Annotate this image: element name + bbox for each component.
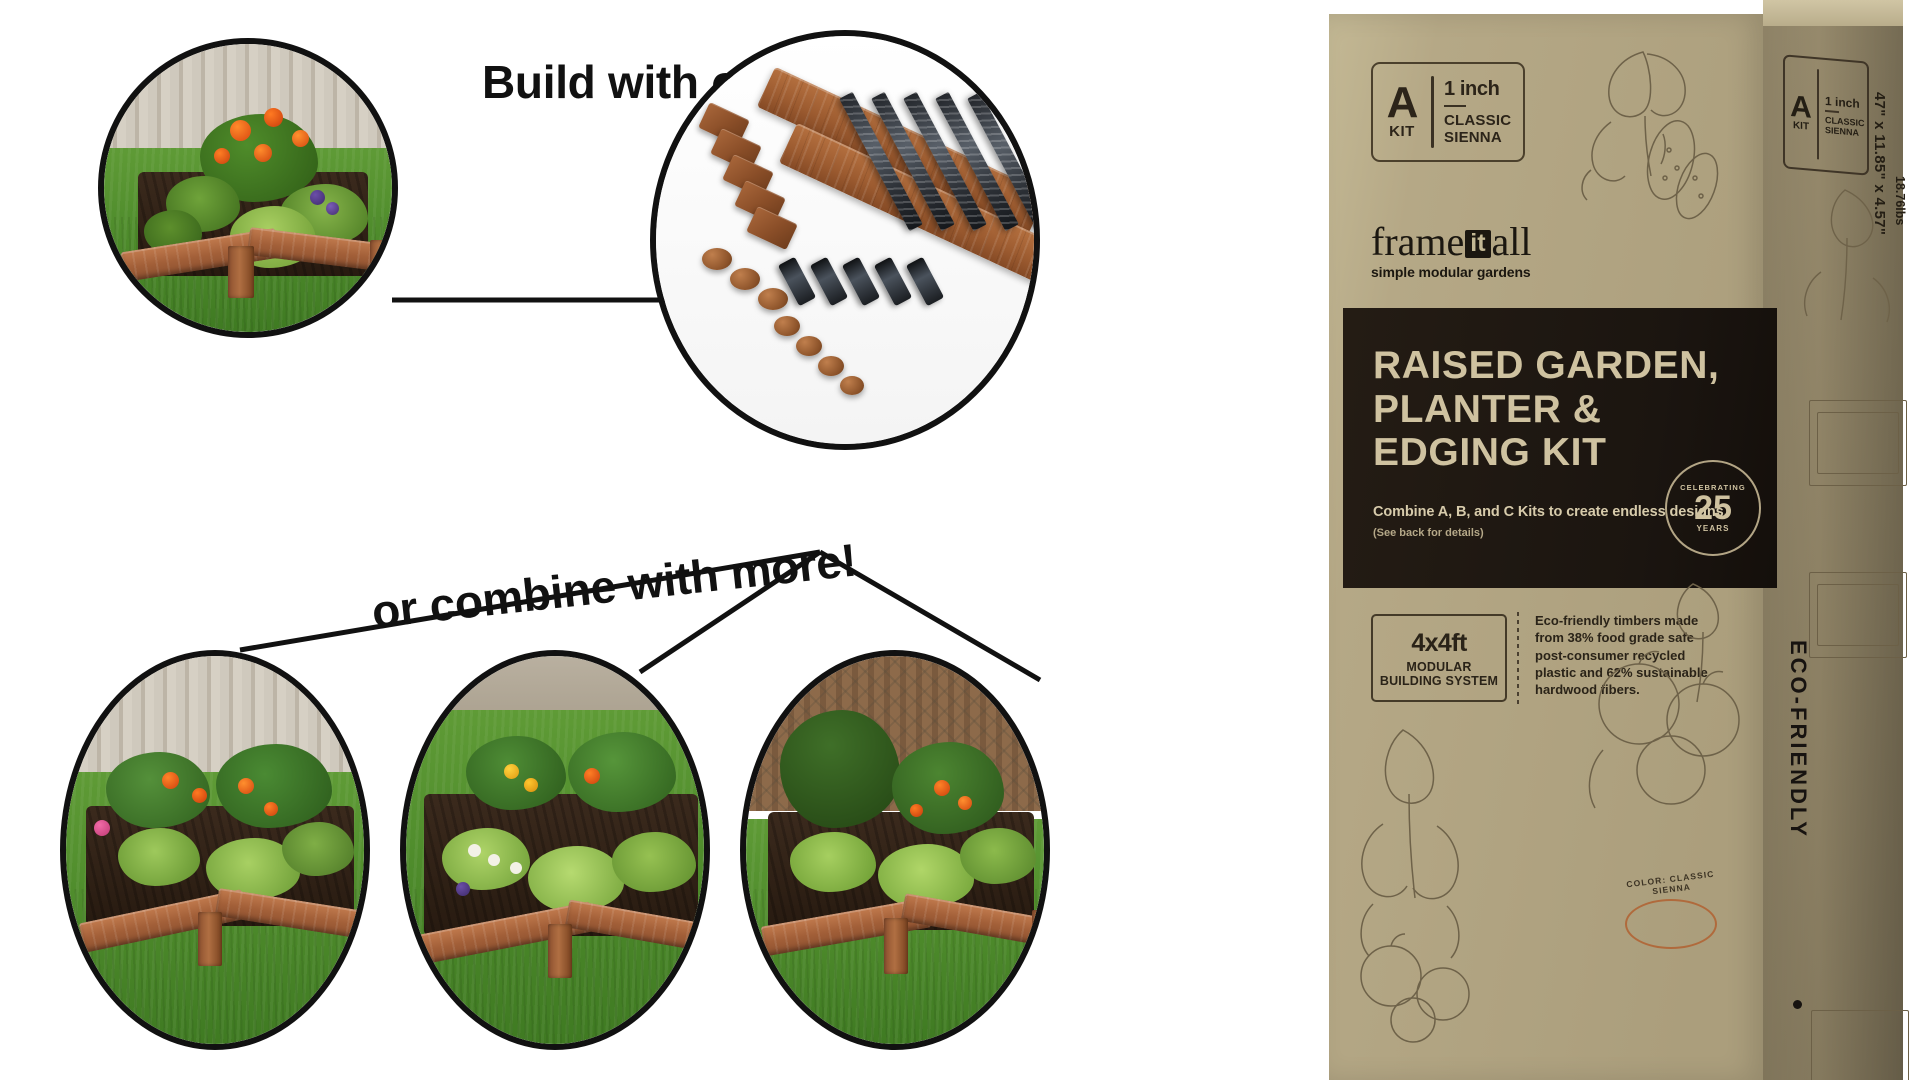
title-line-3: EDGING KIT (1373, 431, 1719, 475)
combined-bed-photo-3 (740, 650, 1050, 1050)
kit-divider (1431, 76, 1434, 148)
side-leaf-illustration (1803, 189, 1891, 323)
side-kit-rule (1825, 110, 1839, 114)
kit-size: 1 inch (1444, 77, 1500, 100)
color-swatch: COLOR: CLASSIC SIENNA (1615, 869, 1727, 949)
modular-line1: MODULAR (1406, 659, 1472, 674)
title-line-1: RAISED GARDEN, (1373, 344, 1720, 387)
color-swatch-ring (1625, 899, 1717, 949)
modular-size: 4x4ft (1411, 628, 1467, 657)
side-kit-size: 1 inch (1825, 94, 1860, 112)
box-side-panel (1763, 2, 1903, 1080)
headline-or-combine: or combine with more! (369, 533, 859, 638)
frame-diagram-1 (1809, 400, 1907, 486)
title-line-2: PLANTER & (1373, 388, 1719, 432)
seal-bottom-text: YEARS (1696, 524, 1730, 534)
side-kit-letter: A (1790, 89, 1812, 125)
single-raised-bed-photo (98, 38, 398, 338)
frame-diagram-1-inner (1817, 412, 1899, 474)
box-dimensions: 47" x 11.85" x 4.57" (1871, 92, 1888, 236)
box-top-edge (1763, 0, 1903, 26)
seal-top-text: CELEBRATING (1680, 482, 1746, 492)
modular-system-badge: 4x4ft MODULAR BUILDING SYSTEM (1371, 614, 1507, 702)
kit-color-line2: SIENNA (1444, 129, 1502, 146)
product-title-panel: RAISED GARDEN, PLANTER & EDGING KIT Comb… (1343, 308, 1777, 588)
tomato-illustration (1588, 583, 1740, 809)
logo-word-frame: frame (1371, 219, 1465, 264)
brand-logo: frame it all simple modular gardens (1371, 219, 1532, 280)
kit-letter: A (1386, 78, 1419, 128)
product-title: RAISED GARDEN, PLANTER & EDGING KIT (1373, 344, 1719, 475)
eco-description: Eco-friendly timbers made from 38% food … (1535, 613, 1708, 698)
box-front-panel: A KIT 1 inch CLASSIC SIENNA (1329, 14, 1777, 1080)
logo-tagline: simple modular gardens (1371, 263, 1531, 280)
modular-line2: BUILDING SYSTEM (1379, 673, 1499, 688)
kit-rule (1444, 104, 1466, 107)
product-box-render: A KIT 1 inch CLASSIC SIENNA (1315, 0, 1920, 1080)
frame-diagram-3 (1811, 1010, 1909, 1080)
anniversary-seal: CELEBRATING 25 YEARS (1665, 460, 1761, 556)
collage-panel: Build with one ... or combine with more! (0, 0, 1315, 1080)
product-subtitle: Combine A, B, and C Kits to create endle… (1373, 504, 1728, 520)
eco-friendly-bullet (1793, 1000, 1802, 1009)
combined-bed-photo-2 (400, 650, 710, 1050)
eco-divider (1517, 612, 1519, 704)
kit-badge: A KIT 1 inch CLASSIC SIENNA (1371, 62, 1525, 162)
logo-word-all: all (1491, 219, 1532, 264)
seal-number: 25 (1694, 488, 1732, 527)
hardware-kit-photo (650, 30, 1040, 450)
box-weight: 18.76lbs (1893, 176, 1907, 226)
frame-diagram-2 (1809, 572, 1907, 658)
side-kit-word: KIT (1792, 120, 1810, 133)
combined-bed-photo-1 (60, 650, 370, 1050)
frame-diagram-2-inner (1817, 584, 1899, 646)
logo-mark-it: it (1465, 229, 1491, 258)
squash-vine-illustration (1581, 51, 1719, 220)
kit-word: KIT (1389, 122, 1415, 140)
product-subtitle-note: (See back for details) (1373, 527, 1484, 539)
kit-color-line1: CLASSIC (1444, 111, 1512, 129)
eco-friendly-side-text: ECO-FRIENDLY (1786, 640, 1811, 839)
kale-illustration (1360, 729, 1470, 1043)
side-kit-badge: A KIT 1 inch CLASSIC SIENNA (1783, 54, 1869, 176)
